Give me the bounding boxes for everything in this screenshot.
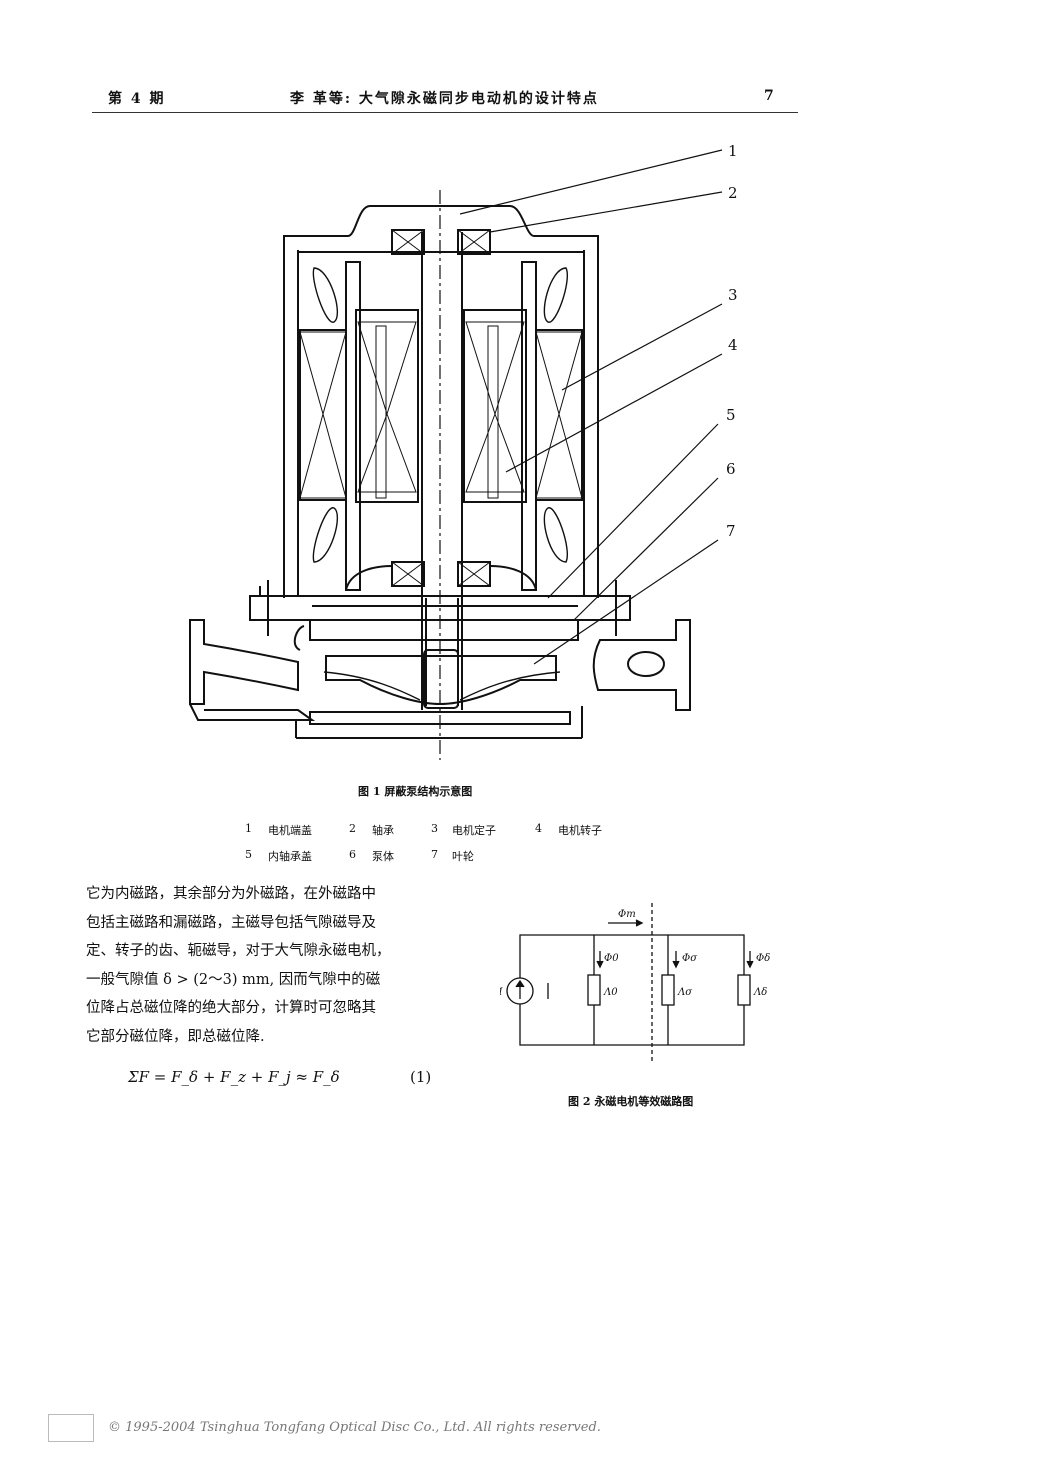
legend-text: 内轴承盖 — [268, 850, 312, 863]
legend-num: 2 — [349, 822, 356, 835]
body-line: 定、转子的齿、轭磁导，对于大气隙永磁电机， — [86, 943, 391, 959]
equation-1: ΣF = F_δ + F_z + F_j ≈ F_δ — [128, 1068, 340, 1086]
label-lambda-0: Λ0 — [603, 987, 618, 998]
label-lambda-sigma: Λσ — [677, 987, 693, 998]
page-number: 7 — [764, 88, 776, 104]
copyright-footer: © 1995-2004 Tsinghua Tongfang Optical Di… — [108, 1420, 601, 1435]
legend-num: 5 — [245, 848, 252, 861]
equation-number: (1) — [410, 1068, 432, 1086]
legend-text: 叶轮 — [452, 850, 474, 863]
legend-text: 泵体 — [372, 850, 394, 863]
callout-1: 1 — [728, 142, 738, 160]
label-phi-M: ΦM — [500, 987, 503, 998]
label-phi-m: Φm — [618, 909, 636, 920]
callout-3: 3 — [728, 286, 738, 304]
header-issue: 第 4 期 — [108, 91, 166, 107]
legend-num: 4 — [535, 822, 542, 835]
legend-text: 电机转子 — [558, 824, 602, 837]
callout-2: 2 — [728, 184, 738, 202]
legend-num: 7 — [431, 848, 438, 861]
body-line: 包括主磁路和漏磁路，主磁导包括气隙磁导及 — [86, 914, 376, 931]
legend-text: 电机定子 — [452, 824, 496, 837]
label-phi-sigma: Φσ — [682, 953, 698, 964]
legend-text: 电机端盖 — [268, 824, 312, 837]
body-line: 它部分磁位降，即总磁位降. — [86, 1028, 265, 1045]
legend-text: 轴承 — [372, 824, 394, 837]
pump-structure-figure: 1 2 3 4 5 6 7 — [189, 142, 738, 760]
callout-7: 7 — [726, 522, 736, 540]
legend-num: 1 — [245, 822, 252, 835]
header-rule — [92, 112, 798, 113]
figure1-caption: 图 1 屏蔽泵结构示意图 — [358, 785, 473, 798]
figure2-caption: 图 2 永磁电机等效磁路图 — [568, 1095, 694, 1108]
callout-5: 5 — [726, 406, 736, 424]
magnetic-circuit-figure: Φm ΦM Φ0 Φσ Φδ Λ0 Λσ Λδ — [500, 903, 770, 1061]
legend-num: 6 — [349, 848, 356, 861]
body-line: 一般气隙值 δ > (2～3) mm, 因而气隙中的磁 — [86, 971, 381, 988]
label-phi-delta: Φδ — [756, 953, 770, 964]
body-paragraph: 它为内磁路，其余部分为外磁路，在外磁路中 包括主磁路和漏磁路，主磁导包括气隙磁导… — [86, 880, 446, 1051]
body-line: 它为内磁路，其余部分为外磁路，在外磁路中 — [86, 886, 376, 902]
publisher-logo — [48, 1414, 94, 1442]
callout-4: 4 — [728, 336, 738, 354]
label-phi-0: Φ0 — [604, 953, 619, 964]
body-line: 位降占总磁位降的绝大部分，计算时可忽略其 — [86, 1000, 376, 1016]
callout-6: 6 — [726, 460, 736, 478]
label-lambda-delta: Λδ — [753, 987, 767, 998]
header-title: 李 革等: 大气隙永磁同步电动机的设计特点 — [290, 91, 599, 107]
legend-num: 3 — [431, 822, 438, 835]
